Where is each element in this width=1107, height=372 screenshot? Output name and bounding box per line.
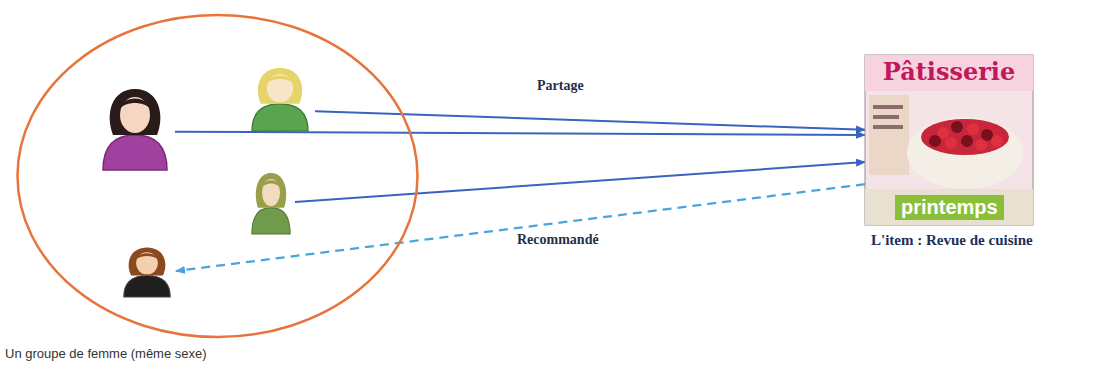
share-arrow (295, 162, 865, 202)
cover-subtitle: printemps (895, 195, 1004, 220)
share-arrow (175, 132, 865, 135)
share-label: Partage (535, 78, 586, 94)
person-node (247, 170, 295, 234)
share-arrow (315, 111, 865, 130)
person-icon (118, 245, 176, 297)
person-node (118, 245, 176, 297)
item-caption: L'item : Revue de cuisine (871, 232, 1033, 249)
person-icon (247, 170, 295, 234)
group-circle (15, 12, 420, 340)
person-icon (245, 65, 315, 131)
recommend-label: Recommandé (515, 232, 601, 248)
cover-title: Pâtisserie (865, 57, 1033, 86)
person-icon (95, 85, 175, 170)
group-ellipse: Un groupe de femme (même sexe) (15, 12, 420, 340)
person-node (245, 65, 315, 131)
magazine-item: PâtisserieprintempsL'item : Revue de cui… (865, 55, 1033, 225)
group-caption: Un groupe de femme (même sexe) (5, 346, 207, 361)
person-node (95, 85, 175, 170)
